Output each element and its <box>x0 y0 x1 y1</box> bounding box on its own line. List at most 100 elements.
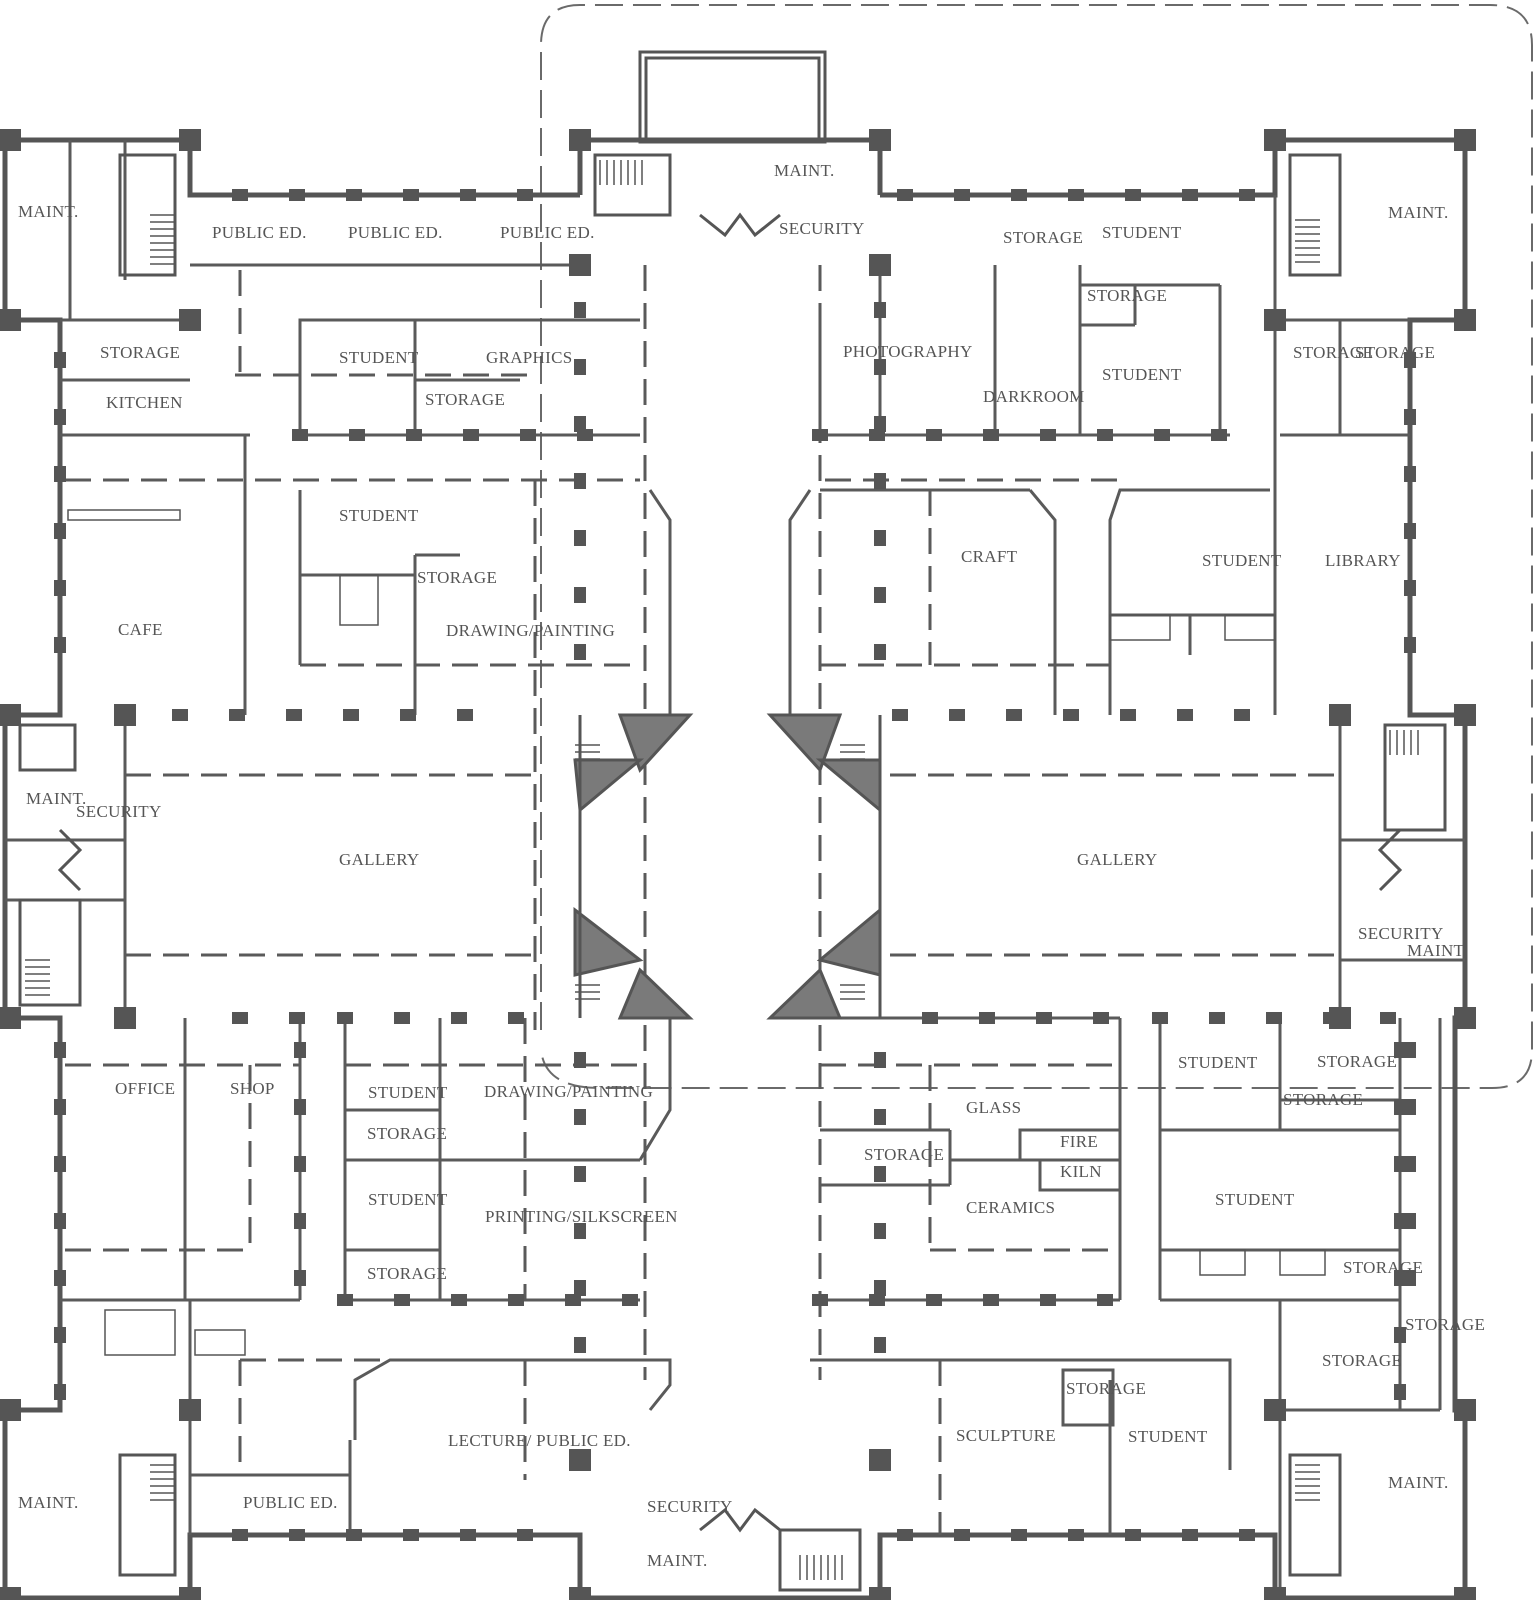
wall-pier <box>0 1007 21 1029</box>
wall-pier <box>897 189 913 201</box>
wall-pier <box>1264 1399 1286 1421</box>
wall-pier <box>1329 704 1351 726</box>
wall-pier <box>949 709 965 721</box>
wall-pier <box>508 1294 524 1306</box>
wall-pier <box>0 704 21 726</box>
wall-pier <box>1239 189 1255 201</box>
wall-pier <box>54 466 66 482</box>
wall-pier <box>517 1529 533 1541</box>
wall-pier <box>0 129 21 151</box>
wall-pier <box>54 352 66 368</box>
wall-pier <box>954 189 970 201</box>
wall-pier <box>394 1012 410 1024</box>
wall-pier <box>569 1587 591 1600</box>
wall-pier <box>451 1012 467 1024</box>
wall-pier <box>520 429 536 441</box>
wall-pier <box>874 359 886 375</box>
wall-pier <box>1380 1012 1396 1024</box>
wall-pier <box>574 1223 586 1239</box>
wall-pier <box>1404 580 1416 596</box>
wall-pier <box>232 1529 248 1541</box>
wall-pier <box>346 1529 362 1541</box>
wall-pier <box>874 587 886 603</box>
wall-pier <box>574 416 586 432</box>
room-label-security-e: SECURITY <box>1358 924 1444 943</box>
wall-pier <box>1011 189 1027 201</box>
wall-pier <box>403 1529 419 1541</box>
room-label-security-w: SECURITY <box>76 802 162 821</box>
wall-pier <box>892 709 908 721</box>
interior-walls <box>5 140 1465 1598</box>
room-label-public-ed-s: PUBLIC ED. <box>243 1493 338 1512</box>
wall-pier <box>874 473 886 489</box>
wall-pier <box>54 1270 66 1286</box>
room-label-security-s: SECURITY <box>647 1497 733 1516</box>
room-label-gallery-w: GALLERY <box>339 850 420 869</box>
wall-pier <box>1454 309 1476 331</box>
wall-pier <box>874 644 886 660</box>
room-label-storage-sw2: STORAGE <box>367 1264 448 1283</box>
wall-pier <box>229 709 245 721</box>
wall-pier <box>1068 1529 1084 1541</box>
wall-pier <box>54 1099 66 1115</box>
wall-pier <box>1454 129 1476 151</box>
wall-pier <box>179 1587 201 1600</box>
wall-pier <box>1394 1327 1406 1343</box>
room-label-student-sculpt: STUDENT <box>1128 1427 1208 1446</box>
room-label-graphics: GRAPHICS <box>486 348 573 367</box>
wall-pier <box>1394 1099 1406 1115</box>
room-label-storage-nw: STORAGE <box>100 343 181 362</box>
wall-pier <box>574 359 586 375</box>
piers <box>0 129 1476 1600</box>
room-label-storage-graphics: STORAGE <box>425 390 506 409</box>
wall-pier <box>0 1587 21 1600</box>
wall-pier <box>349 429 365 441</box>
room-label-maint-sw: MAINT. <box>18 1493 79 1512</box>
north-entrance <box>57 50 1403 1533</box>
wall-pier <box>294 1042 306 1058</box>
wall-pier <box>574 1337 586 1353</box>
wall-pier <box>179 309 201 331</box>
room-label-fire: FIRE <box>1060 1132 1099 1151</box>
wall-pier <box>874 1109 886 1125</box>
wall-pier <box>569 254 591 276</box>
wall-pier <box>926 1294 942 1306</box>
wall-pier <box>0 1399 21 1421</box>
wall-pier <box>869 1587 891 1600</box>
wall-pier <box>114 1007 136 1029</box>
wall-pier <box>874 1166 886 1182</box>
central-rotunda <box>573 713 882 1020</box>
wall-pier <box>54 1384 66 1400</box>
wall-pier <box>1182 1529 1198 1541</box>
wall-pier <box>1152 1012 1168 1024</box>
room-label-shop: SHOP <box>230 1079 275 1098</box>
wall-pier <box>874 530 886 546</box>
wall-pier <box>400 709 416 721</box>
wall-pier <box>294 1213 306 1229</box>
room-label-kitchen: KITCHEN <box>106 393 183 412</box>
wall-pier <box>1404 466 1416 482</box>
exterior-walls <box>2 137 1468 1600</box>
wall-pier <box>1182 189 1198 201</box>
room-label-storage-w2: STORAGE <box>417 568 498 587</box>
wall-pier <box>54 1213 66 1229</box>
restroom-fixtures <box>67 509 1326 1356</box>
wall-pier <box>1404 637 1416 653</box>
wall-pier <box>1154 429 1170 441</box>
wall-pier <box>406 429 422 441</box>
wall-pier <box>460 189 476 201</box>
wall-pier <box>457 709 473 721</box>
wall-pier <box>1454 1587 1476 1600</box>
room-label-kiln: KILN <box>1060 1162 1102 1181</box>
room-label-student-photo: STUDENT <box>1102 365 1182 384</box>
room-label-storage-se2: STORAGE <box>1283 1090 1364 1109</box>
room-label-student-se2: STUDENT <box>1215 1190 1295 1209</box>
room-label-library: LIBRARY <box>1325 551 1401 570</box>
wall-pier <box>897 1529 913 1541</box>
room-label-glass: GLASS <box>966 1098 1022 1117</box>
room-label-photography: PHOTOGRAPHY <box>843 342 973 361</box>
wall-pier <box>569 129 591 151</box>
wall-pier <box>346 189 362 201</box>
wall-pier <box>574 302 586 318</box>
wall-pier <box>574 644 586 660</box>
